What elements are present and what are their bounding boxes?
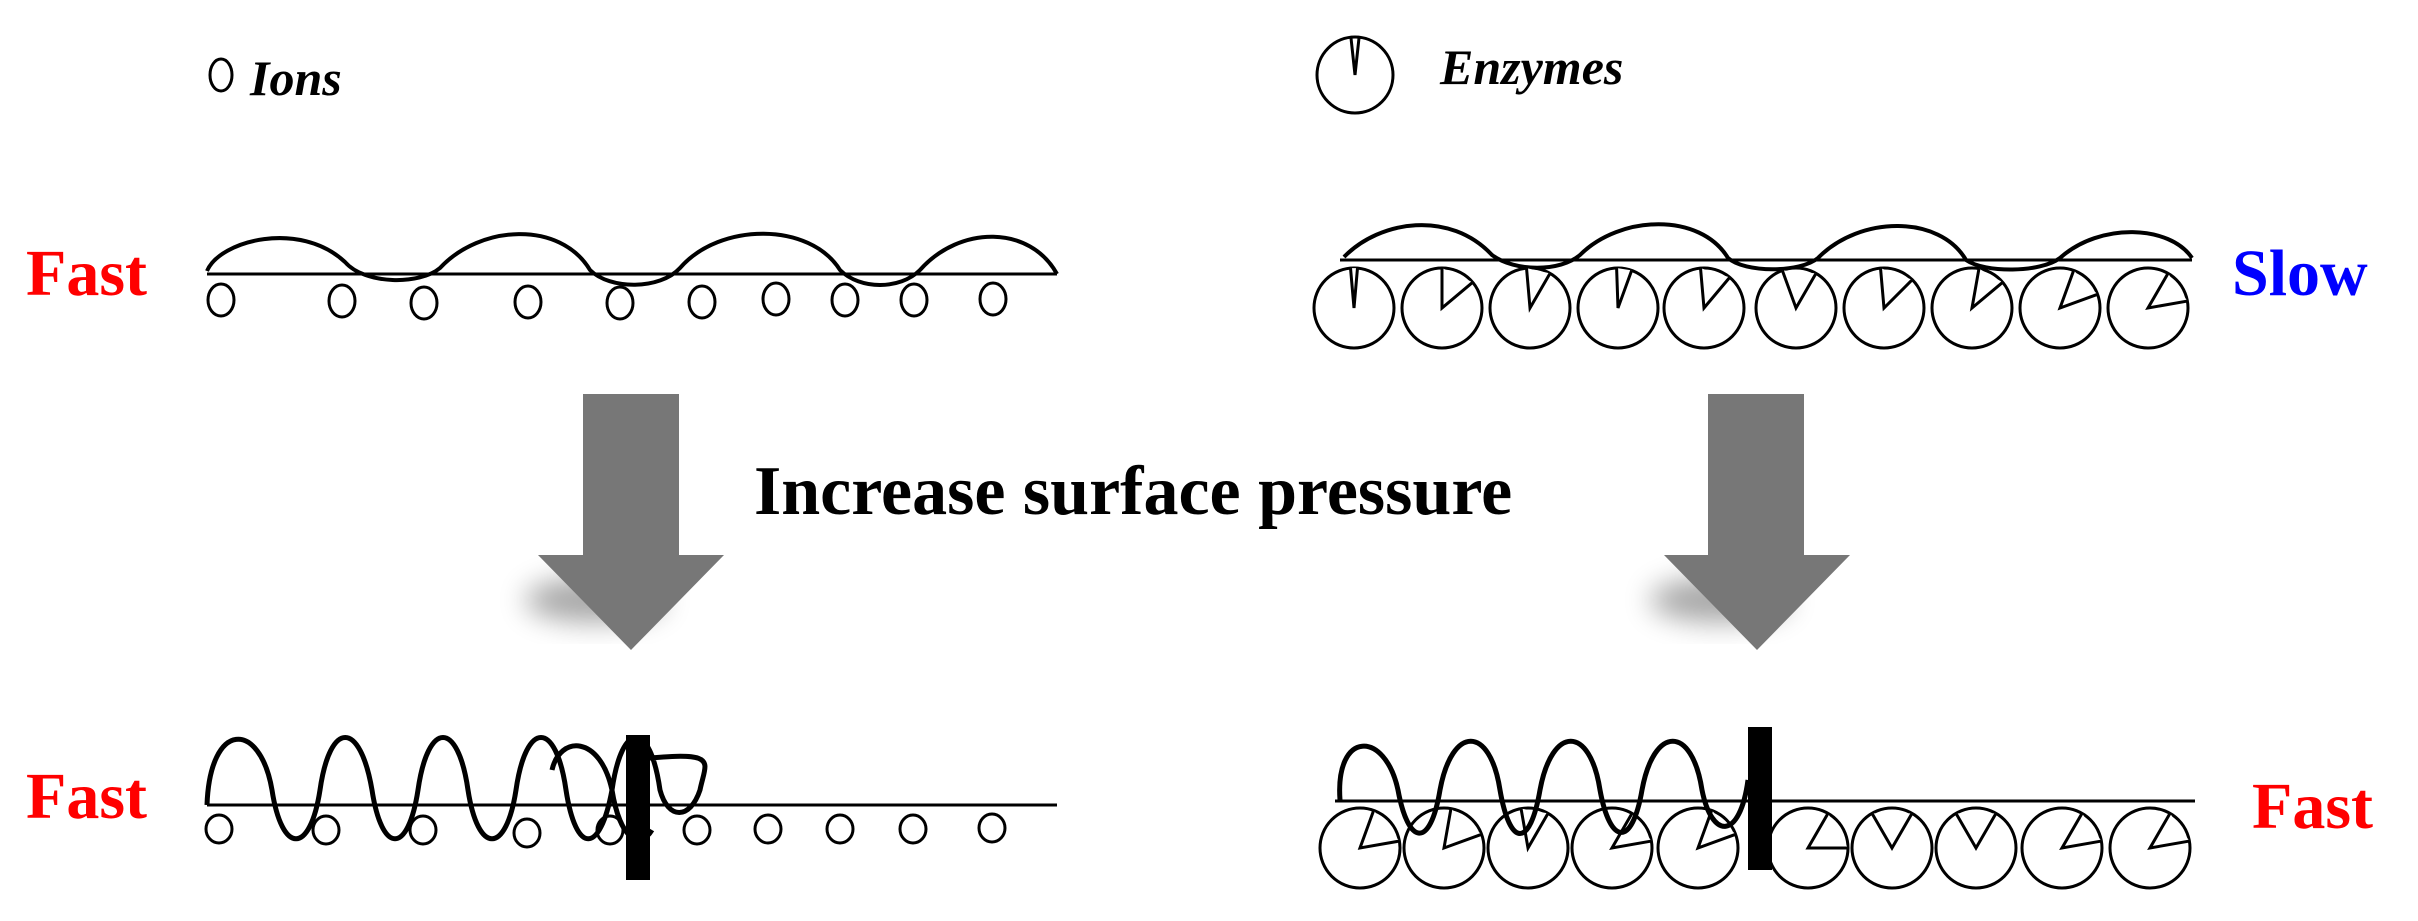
ion xyxy=(206,282,236,318)
enzyme xyxy=(1402,806,1486,890)
top-left-speed-label: Fast xyxy=(26,237,147,310)
lipid-wave xyxy=(1342,222,2194,272)
increase-surface-pressure-label: Increase surface pressure xyxy=(754,453,1512,530)
ion xyxy=(327,283,357,319)
ion xyxy=(761,281,791,317)
enzyme xyxy=(1934,806,2018,890)
enzyme xyxy=(1318,806,1402,890)
ion xyxy=(687,284,717,320)
left-down-arrow xyxy=(525,394,724,650)
ion xyxy=(409,285,439,321)
enzyme xyxy=(1576,266,1660,350)
top-right-speed-label: Slow xyxy=(2232,237,2368,310)
enzyme-legend-icon xyxy=(1315,35,1395,115)
enzyme xyxy=(2106,266,2190,350)
enzyme xyxy=(1570,806,1654,890)
enzyme xyxy=(1930,266,2014,350)
enzyme-row xyxy=(1318,806,2192,890)
enzyme xyxy=(1850,806,1934,890)
enzyme-row xyxy=(1312,266,2190,350)
right-down-arrow xyxy=(1650,394,1850,650)
enzyme xyxy=(1766,806,1850,890)
bottom-left-speed-label: Fast xyxy=(26,760,147,833)
ion xyxy=(408,814,438,846)
ion xyxy=(753,813,783,845)
enzyme xyxy=(1488,266,1572,350)
compressed-lipid-wave xyxy=(1337,738,1751,836)
compressed-lipid-wave xyxy=(204,735,708,841)
enzyme xyxy=(1662,266,1746,350)
ion xyxy=(978,281,1008,317)
enzyme xyxy=(1312,266,1396,350)
lipid-wave xyxy=(205,231,1059,287)
ion xyxy=(682,814,712,846)
bottom-right-speed-label: Fast xyxy=(2252,770,2373,843)
enzyme xyxy=(1754,266,1838,350)
compression-barrier xyxy=(626,735,650,880)
bottom-left-monolayer xyxy=(204,735,1057,880)
ion xyxy=(898,813,928,845)
ion xyxy=(977,812,1007,844)
ion xyxy=(204,813,234,845)
ion xyxy=(899,282,929,318)
compression-barrier xyxy=(1748,727,1772,870)
enzyme xyxy=(1400,266,1484,350)
ion xyxy=(825,813,855,845)
enzyme xyxy=(1656,806,1740,890)
enzyme xyxy=(2020,806,2104,890)
bottom-right-monolayer xyxy=(1318,727,2195,890)
ion xyxy=(512,817,542,849)
ion-legend-icon xyxy=(208,57,234,93)
ion-row xyxy=(204,812,1007,849)
top-left-monolayer xyxy=(205,231,1059,321)
enzyme xyxy=(1486,806,1570,890)
ion-row xyxy=(206,281,1008,321)
enzyme xyxy=(2108,806,2192,890)
ions-label: Ions xyxy=(249,50,342,106)
ion xyxy=(830,282,860,318)
ion xyxy=(513,284,543,320)
legend: Ions Enzymes xyxy=(208,35,1623,115)
enzyme xyxy=(2018,266,2102,350)
ion xyxy=(595,814,625,846)
enzyme xyxy=(1842,266,1926,350)
enzymes-label: Enzymes xyxy=(1439,39,1623,95)
ion xyxy=(605,285,635,321)
top-right-monolayer xyxy=(1312,222,2194,350)
ion xyxy=(311,814,341,846)
